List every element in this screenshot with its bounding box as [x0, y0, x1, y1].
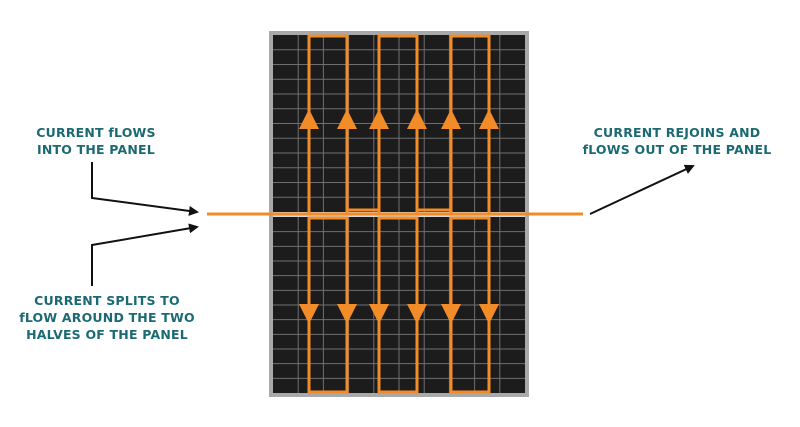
arrow-down-icon [299, 304, 319, 324]
arrow-up-icon [407, 109, 427, 129]
arrow-down-icon [337, 304, 357, 324]
arrow-up-icon [441, 109, 461, 129]
arrow-down-icon [441, 304, 461, 324]
pointer-arrow-current-split [91, 223, 199, 286]
arrow-down-icon [479, 304, 499, 324]
label-current-splits: CURRENT SPLITS TO fLOW AROUND THE TWO HA… [2, 292, 212, 343]
label-line: fLOW AROUND THE TWO [19, 310, 195, 325]
arrow-down-icon [369, 304, 389, 324]
label-line: CURRENT fLOWS [36, 125, 156, 140]
arrow-up-icon [337, 109, 357, 129]
label-current-flows-in: CURRENT fLOWS INTO THE PANEL [16, 124, 176, 158]
label-line: CURRENT SPLITS TO [34, 293, 180, 308]
label-line: INTO THE PANEL [37, 142, 155, 157]
arrow-up-icon [299, 109, 319, 129]
current-direction-arrows [299, 109, 499, 324]
label-line: fLOWS OUT OF THE PANEL [582, 142, 772, 157]
arrow-up-icon [479, 109, 499, 129]
label-current-rejoins: CURRENT REJOINS AND fLOWS OUT OF THE PAN… [562, 124, 792, 158]
arrow-up-icon [369, 109, 389, 129]
label-line: CURRENT REJOINS AND [593, 125, 761, 140]
label-line: HALVES OF THE PANEL [26, 327, 188, 342]
pointer-arrows [91, 162, 695, 286]
pointer-arrow-current-in [91, 162, 199, 216]
arrow-down-icon [407, 304, 427, 324]
pointer-arrow-current-out [589, 164, 695, 215]
